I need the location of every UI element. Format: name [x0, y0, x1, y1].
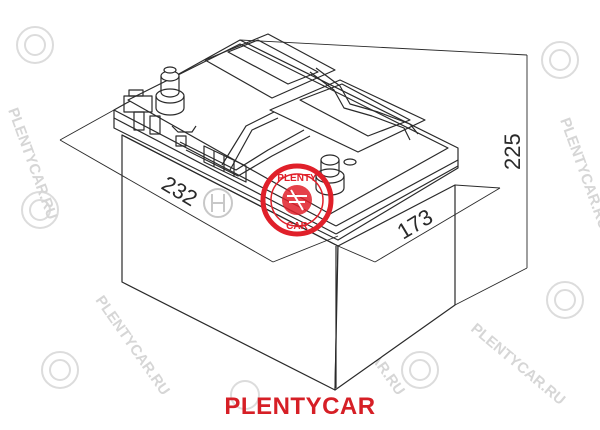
- watermark-text-3: PLENTYCAR.RU: [92, 293, 173, 399]
- seal-top-text: PLENTY: [277, 173, 317, 184]
- battery-body: [113, 33, 459, 391]
- watermark-pattern: [16, 26, 584, 410]
- brand-caption: PLENTYCAR: [224, 393, 376, 420]
- plentycar-seal-logo: PLENTY CAR: [260, 163, 334, 237]
- bosch-watermark: [203, 188, 233, 218]
- seal-bottom-text: CAR: [286, 221, 308, 232]
- dimension-lines: [59, 39, 528, 306]
- dimension-height-label: 225: [500, 133, 525, 170]
- watermark-text-2: PLENTYCAR.RU: [556, 116, 600, 232]
